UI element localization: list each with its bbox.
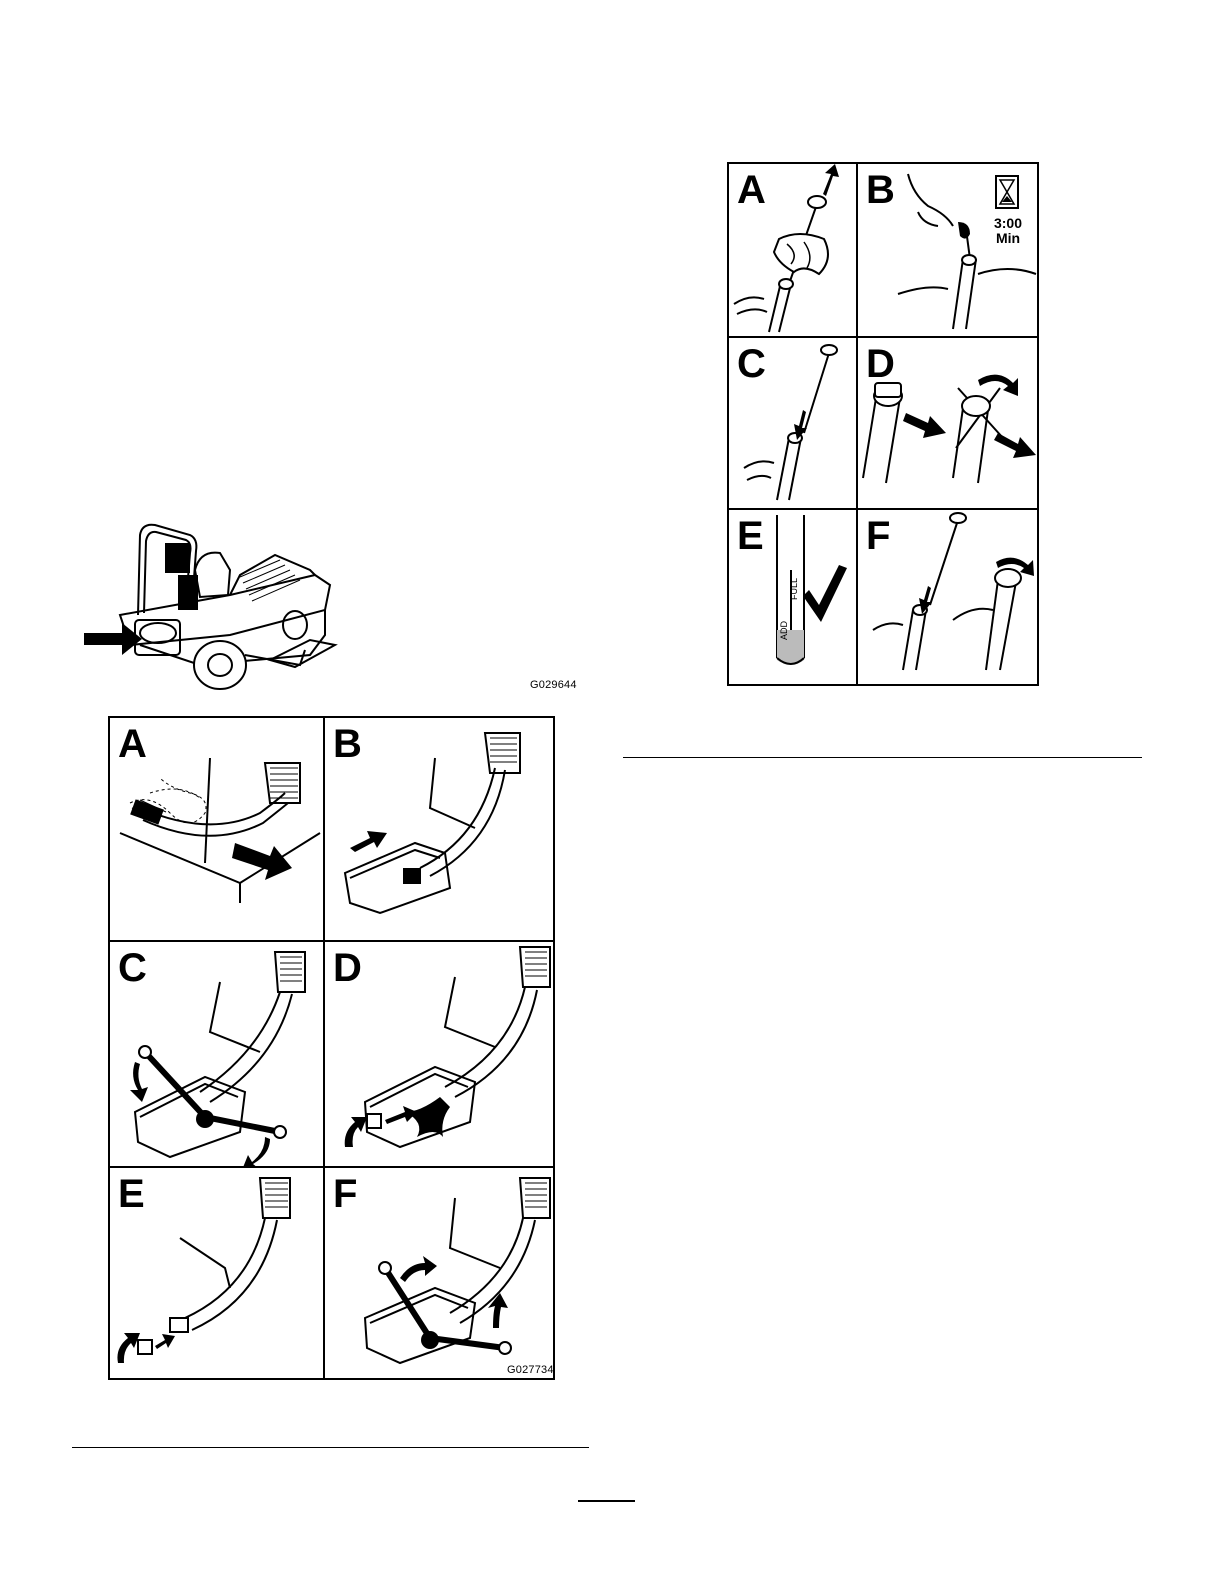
check-icon (803, 565, 847, 622)
pointer-arrow (84, 623, 142, 655)
dipstick-panel-f: F (858, 510, 1037, 684)
mower-illustration (80, 515, 410, 695)
section-rule-right (623, 757, 1142, 758)
arrow-icon (155, 1334, 175, 1349)
arrow-icon (130, 1062, 148, 1102)
arrow-icon (242, 1137, 270, 1166)
arrow-icon (823, 164, 839, 196)
dipstick-panel-b: B 3:00 Min (858, 164, 1037, 336)
drain-panel-c: C (110, 942, 323, 1166)
timer-time: 3:00 (988, 216, 1028, 230)
dipstick-panel-e: E ADD FULL (729, 510, 856, 684)
arrow-icon (400, 1256, 437, 1282)
timer-unit: Min (988, 231, 1028, 245)
dipstick-procedure-grid: A B (727, 162, 1039, 686)
dipstick-panel-d: D (858, 338, 1037, 508)
figure-code-mower: G029644 (530, 679, 577, 691)
page-number-rule (578, 1500, 635, 1502)
dipstick-panel-a: A (729, 164, 856, 336)
dipstick-add-mark: ADD (779, 620, 789, 640)
dipstick-panel-c: C (729, 338, 856, 508)
arrow-icon (350, 831, 387, 852)
arrow-icon (385, 1106, 417, 1124)
figure-code-drain: G027734 (507, 1364, 554, 1376)
drain-panel-e: E (110, 1168, 323, 1378)
hourglass-icon (996, 176, 1018, 208)
drain-panel-a: A (110, 718, 323, 940)
arrow-icon (117, 1333, 140, 1363)
dipstick-full-mark: FULL (789, 578, 799, 600)
drain-panel-f: F (325, 1168, 553, 1378)
arrow-icon (978, 375, 1018, 396)
section-rule-left (72, 1447, 589, 1448)
drain-panel-b: B (325, 718, 553, 940)
arrow-icon (488, 1293, 508, 1328)
arrow-icon (345, 1117, 367, 1147)
arrow-icon (994, 433, 1036, 458)
drain-panel-d: D (325, 942, 553, 1166)
arrow-icon (232, 843, 292, 880)
arrow-icon (903, 413, 946, 438)
mower-drawing (80, 515, 410, 695)
drain-procedure-grid: A B (108, 716, 555, 1380)
